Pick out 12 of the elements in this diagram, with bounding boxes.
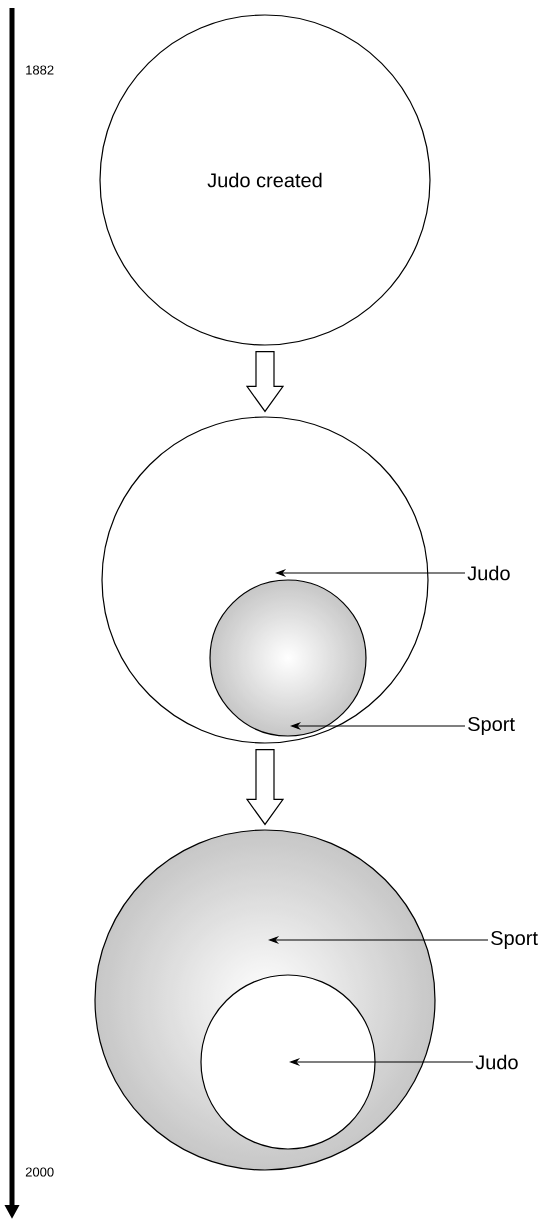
callout-text: Sport [491,930,538,950]
year-label: 2000 [25,1167,54,1177]
year-label: 1882 [26,65,54,75]
circle [209,579,367,737]
hollow-arrow [245,749,285,826]
circle-node: Judo created [99,14,431,346]
circle [94,829,436,1171]
callout-text: Sport [468,716,515,736]
circle [200,974,376,1150]
hollow-arrow [245,351,285,413]
callout-text: Judo [475,1054,518,1070]
callout-text: Judo [467,565,510,581]
